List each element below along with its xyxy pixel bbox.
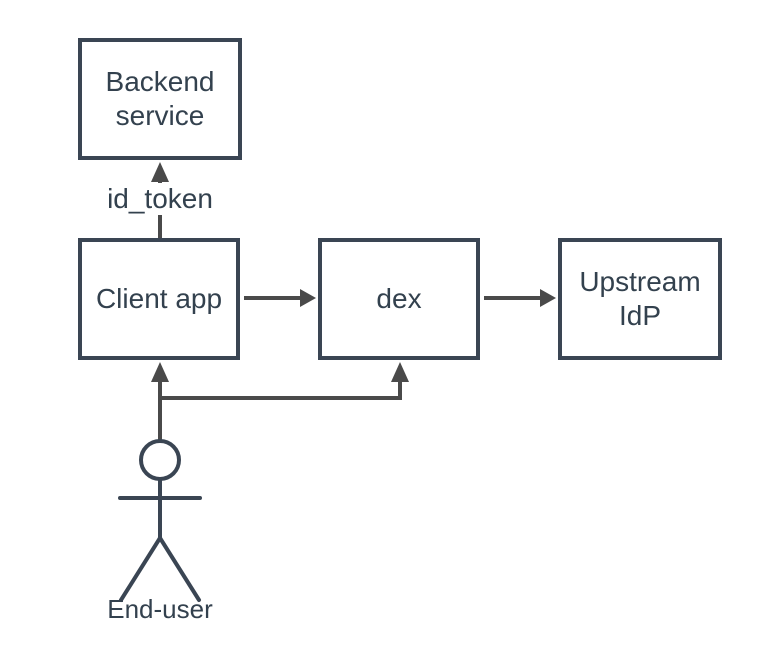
edge-client-to-dex [244, 289, 316, 307]
node-client-app-label: Client app [95, 283, 223, 314]
node-dex-label: dex [376, 283, 422, 314]
edge-dex-to-upstream [484, 289, 556, 307]
end-user-label: End-user [107, 594, 213, 624]
edge-user-to-dex [160, 362, 409, 400]
arrowhead-right-upstream-icon [540, 289, 556, 307]
edge-user-to-client [151, 362, 169, 440]
arrowhead-up-client-icon [151, 362, 169, 382]
node-upstream-idp-label: Upstream IdP [579, 266, 701, 331]
node-backend-service: Backend service [78, 38, 242, 160]
end-user-actor-icon [118, 439, 202, 602]
node-client-app: Client app [78, 238, 240, 360]
node-upstream-idp: Upstream IdP [558, 238, 722, 360]
node-dex: dex [318, 238, 480, 360]
arrowhead-right-dex-icon [300, 289, 316, 307]
arrowhead-up-backend-icon [151, 162, 169, 182]
arrowhead-up-dex-icon [391, 362, 409, 382]
edge-label-id-token: id_token [102, 183, 218, 215]
node-backend-service-label: Backend service [105, 66, 215, 131]
